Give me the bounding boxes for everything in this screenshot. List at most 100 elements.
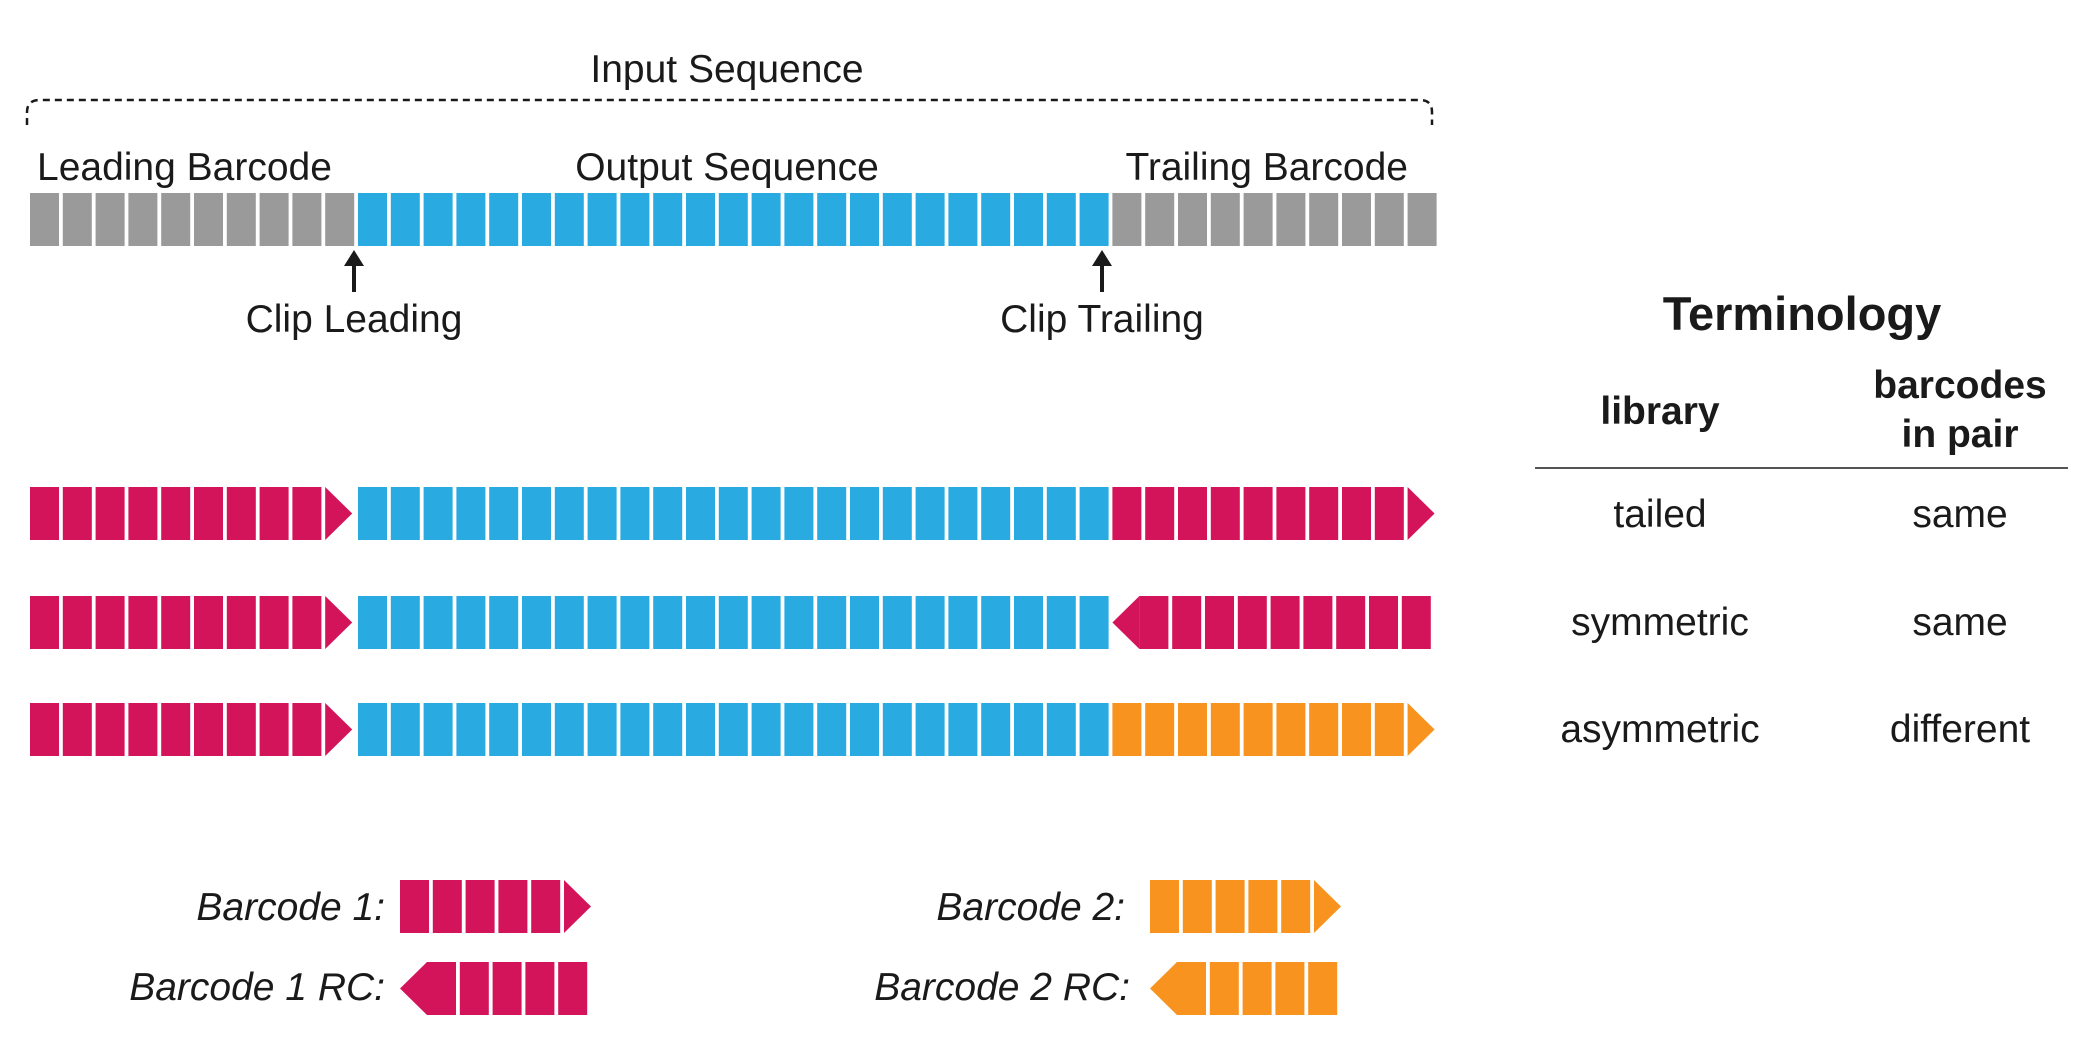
clip-trailing-label: Clip Trailing (1000, 298, 1204, 341)
barcode-block (1374, 703, 1404, 756)
clip-trailing-arrow-icon (1092, 250, 1112, 292)
clip-leading-label: Clip Leading (245, 298, 463, 341)
barcode-block (1308, 962, 1338, 1015)
sequence-block (390, 487, 420, 540)
output-sequence-block (1079, 193, 1109, 246)
barcode-arrow-right (325, 596, 353, 649)
sequence-block (358, 487, 387, 540)
barcode-block (1401, 596, 1431, 649)
sequence-block (423, 596, 453, 649)
barcode-block (1205, 596, 1234, 649)
terminology-col-library: library (1600, 390, 1720, 433)
barcode-block (161, 487, 191, 540)
barcode-block (525, 962, 555, 1015)
sequence-block (620, 596, 650, 649)
leading-barcode-block (30, 193, 59, 246)
sequence-block (358, 596, 387, 649)
barcode-block (226, 487, 256, 540)
sequence-block (522, 703, 551, 756)
sequence-block (1046, 703, 1076, 756)
sequence-block (653, 703, 683, 756)
barcode-block (459, 962, 489, 1015)
sequence-block (489, 703, 519, 756)
sequence-block (948, 487, 978, 540)
barcode-block (194, 487, 223, 540)
sequence-block (817, 703, 847, 756)
barcode-block (1215, 880, 1245, 933)
barcode-block (1276, 487, 1306, 540)
output-sequence-block (489, 193, 519, 246)
library-rows (30, 487, 1435, 756)
barcode-block (1209, 962, 1239, 1015)
barcode-block (128, 596, 158, 649)
barcode-block (1177, 962, 1206, 1015)
barcode-block (95, 487, 125, 540)
legend-barcodes (400, 880, 1341, 1015)
sequence-block (686, 596, 715, 649)
output-sequence-block (522, 193, 551, 246)
sequence-block (784, 487, 814, 540)
sequence-block (653, 596, 683, 649)
output-sequence-block (423, 193, 453, 246)
sequence-block (882, 596, 912, 649)
sequence-block (1079, 596, 1109, 649)
sequence-block (1079, 487, 1109, 540)
leading-barcode-block (128, 193, 158, 246)
barcode-block (1309, 487, 1339, 540)
sequence-block (718, 703, 748, 756)
barcode-block (1150, 880, 1179, 933)
barcode-block (259, 596, 289, 649)
output-sequence-block (784, 193, 814, 246)
leading-barcode-block (292, 193, 322, 246)
term-row-library: symmetric (1571, 601, 1749, 644)
barcode-arrow-right (564, 880, 591, 933)
input-sequence-label: Input Sequence (590, 48, 864, 91)
output-sequence-block (653, 193, 683, 246)
sequence-block (390, 703, 420, 756)
sequence-block (1014, 703, 1043, 756)
sequence-block (948, 596, 978, 649)
barcode-block (128, 487, 158, 540)
sequence-block (1046, 487, 1076, 540)
sequence-block (456, 596, 486, 649)
leading-barcode-block (62, 193, 92, 246)
barcode-arrow-right (325, 487, 353, 540)
barcode-block (30, 487, 59, 540)
barcode-arrow-right (1407, 703, 1435, 756)
sequence-block (620, 703, 650, 756)
trailing-barcode-block (1112, 193, 1142, 246)
sequence-block (1046, 596, 1076, 649)
trailing-barcode-block (1309, 193, 1339, 246)
output-sequence-label: Output Sequence (575, 146, 879, 189)
barcode-block (259, 487, 289, 540)
sequence-block (784, 703, 814, 756)
trailing-barcode-block (1243, 193, 1273, 246)
sequence-block (981, 487, 1011, 540)
barcode-block (558, 962, 588, 1015)
leading-barcode-block (259, 193, 289, 246)
output-sequence-block (587, 193, 617, 246)
barcode-block (1242, 962, 1272, 1015)
sequence-block (587, 703, 617, 756)
term-row-library: asymmetric (1560, 708, 1760, 751)
sequence-block (718, 487, 748, 540)
sequence-block (1079, 703, 1109, 756)
barcode-block (427, 962, 456, 1015)
sequence-block (390, 596, 420, 649)
barcode-block (1369, 596, 1398, 649)
output-sequence-block (1046, 193, 1076, 246)
input-sequence-brace (25, 98, 1434, 125)
leading-barcode-block (226, 193, 256, 246)
barcode-block (30, 596, 59, 649)
sequence-block (423, 487, 453, 540)
barcode-block (1270, 596, 1300, 649)
barcode-block (292, 596, 322, 649)
barcode-block (62, 703, 92, 756)
trailing-barcode-block (1276, 193, 1306, 246)
output-sequence-block (620, 193, 650, 246)
barcode-block (128, 703, 158, 756)
barcode-block (492, 962, 522, 1015)
leading-barcode-block (325, 193, 355, 246)
barcode-block (259, 703, 289, 756)
barcode-arrow-right (1314, 880, 1341, 933)
